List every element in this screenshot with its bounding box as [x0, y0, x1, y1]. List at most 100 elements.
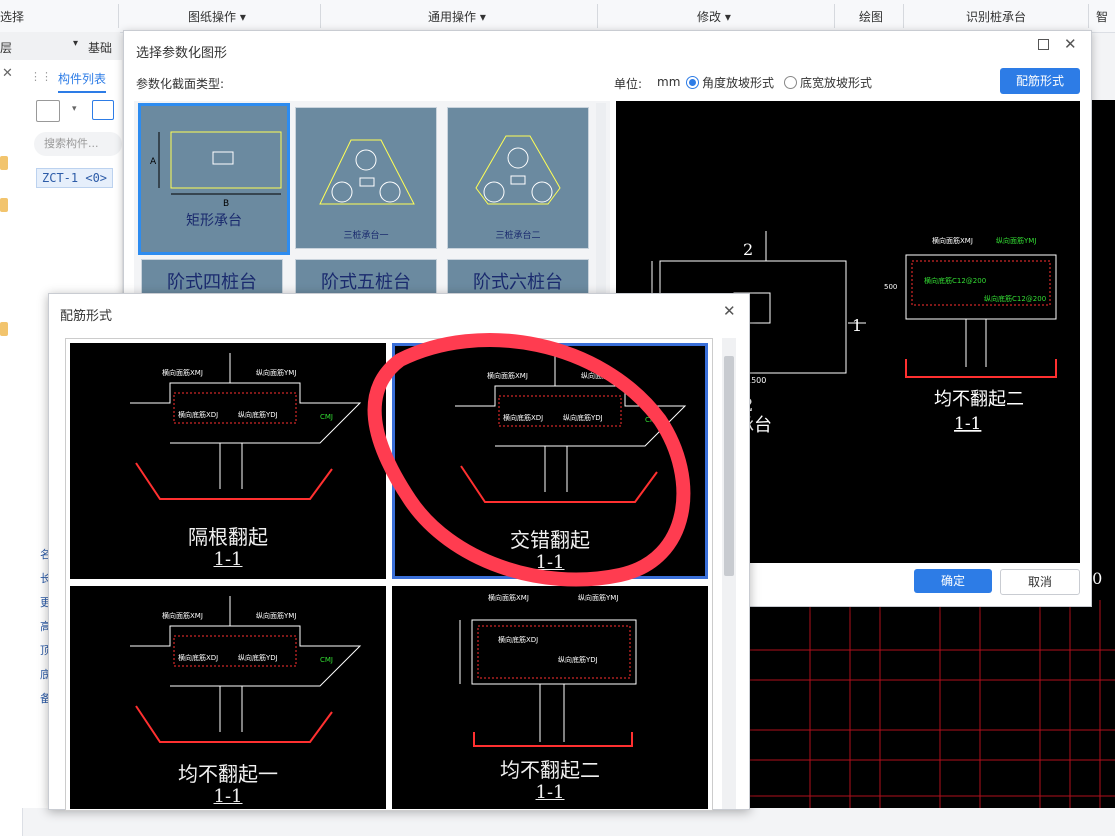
radio-angle-slope[interactable]: 角度放坡形式 [686, 74, 774, 91]
cell-section: 1-1 [213, 549, 243, 570]
foundation-label[interactable]: 基础 [88, 41, 113, 55]
maximize-icon[interactable] [1038, 39, 1049, 50]
top-rebar [498, 395, 622, 427]
close-icon[interactable]: ✕ [723, 302, 736, 320]
cap-outline [130, 382, 362, 444]
tag-marker [0, 322, 8, 336]
bottom-rebar [135, 462, 333, 500]
property-rail: 名长更高顶底备 [22, 460, 51, 808]
cell-section: 1-1 [535, 552, 565, 573]
thumb-caption: 阶式四桩台 [167, 272, 257, 293]
cell-section: 1-1 [535, 782, 565, 803]
preview-section: 1-1 [954, 414, 981, 434]
rebar-form-dialog: 配筋形式 ✕ 横向面筋XMJ 纵向面筋YMJ 横向底筋XDJ 纵向底筋YDJ CMJ 隔… [48, 293, 750, 811]
ribbon-general-ops[interactable]: 通用操作 ▾ [428, 10, 486, 24]
radio-width-slope[interactable]: 底宽放坡形式 [784, 74, 872, 91]
cell-caption: 均不翻起二 [500, 758, 600, 782]
ribbon-separator [597, 4, 598, 28]
cancel-button[interactable]: 取消 [1000, 569, 1080, 595]
rebar-none-2[interactable]: 横向面筋XMJ 纵向面筋YMJ 横向底筋XDJ 纵向底筋YDJ 均不翻起二 1-… [392, 586, 708, 809]
ribbon-draw[interactable]: 绘图 [859, 10, 884, 24]
preview-xmj: 横向面筋XMJ [932, 236, 973, 245]
property-label: 更 [40, 596, 51, 609]
label-cmj: CMJ [320, 656, 333, 664]
cell-caption: 隔根翻起 [188, 525, 268, 549]
label-xmj: 横向面筋XMJ [162, 611, 203, 620]
three-pile-drawing [475, 135, 561, 205]
ribbon-drawing-ops[interactable]: 图纸操作 ▾ [188, 10, 246, 24]
label-xdj: 横向底筋XDJ [498, 635, 538, 644]
dialog-title: 选择参数化图形 [136, 46, 228, 61]
gallery-scrollbar[interactable] [722, 338, 736, 809]
preview-ymj: 纵向面筋YMJ [996, 236, 1036, 245]
label-ymj: 纵向面筋YMJ [256, 611, 296, 620]
cell-section: 1-1 [213, 786, 243, 807]
close-icon[interactable]: ✕ [1064, 35, 1077, 53]
rebar-form-button[interactable]: 配筋形式 [1000, 68, 1080, 94]
gallery-scrollbar[interactable] [596, 103, 606, 303]
thumb-caption: 矩形承台 [186, 213, 242, 229]
ribbon-more[interactable]: 智 [1096, 10, 1109, 24]
label-xdj: 横向底筋XDJ [178, 410, 218, 419]
drag-handle-icon[interactable]: ⋮⋮ [30, 70, 52, 83]
label-ydj: 纵向底筋YDJ [238, 410, 278, 419]
property-label: 长 [40, 572, 51, 585]
ribbon-separator [903, 4, 904, 28]
property-label: 底 [40, 668, 51, 681]
close-icon[interactable]: ✕ [2, 66, 13, 81]
preview-caption: 均不翻起二 [934, 389, 1024, 410]
svg-text:A: A [150, 157, 157, 167]
shape-rect-cap[interactable]: A B 矩形承台 [138, 103, 290, 255]
tab-component-list[interactable]: 构件列表 [58, 70, 107, 93]
ribbon-modify[interactable]: 修改 ▾ [697, 10, 731, 24]
shape-three-pile-cap-2[interactable]: 三桩承台二 [447, 107, 589, 249]
ribbon-identify[interactable]: 识别桩承台 [966, 10, 1027, 24]
new-component-icon[interactable] [36, 100, 60, 122]
ok-button[interactable]: 确定 [914, 569, 992, 593]
preview-dim: 1500 [746, 376, 766, 385]
label-xdj: 横向底筋XDJ [503, 413, 543, 422]
dialog-title: 配筋形式 [60, 309, 113, 324]
cap-outline [455, 385, 687, 447]
top-ribbon: 选择 图纸操作 ▾ 通用操作 ▾ 修改 ▾ 绘图 识别桩承台 智 [0, 0, 1115, 33]
dropdown-icon[interactable]: ▾ [72, 104, 77, 114]
cell-caption: 交错翻起 [510, 528, 590, 552]
layer-bar: 层 ▾ 基础 [0, 32, 120, 61]
ribbon-select[interactable]: 选择 [0, 10, 25, 24]
thumb-caption: 阶式五桩台 [321, 272, 411, 293]
tag-marker [0, 156, 8, 170]
search-input[interactable]: 搜索构件... [34, 132, 122, 156]
unit-value: mm [657, 75, 681, 89]
bottom-rebar [460, 465, 658, 503]
layer-dropdown-icon[interactable]: ▾ [73, 38, 79, 49]
rebar-drawing: 横向面筋XMJ 纵向面筋YMJ 横向底筋XDJ 纵向底筋YDJ CMJ [130, 596, 362, 743]
preview-500: 500 [884, 283, 897, 291]
label-xdj: 横向底筋XDJ [178, 653, 218, 662]
preview-xdj: 横向底筋C12@200 [924, 276, 986, 285]
component-item[interactable]: ZCT-1 <0> [36, 168, 114, 188]
cap-outline [130, 625, 362, 687]
radio-checked-icon[interactable] [686, 76, 699, 89]
property-label: 高 [40, 620, 51, 633]
preview-ydj: 纵向底筋C12@200 [984, 294, 1046, 303]
ribbon-separator [320, 4, 321, 28]
shape-three-pile-cap-1[interactable]: 三桩承台一 [295, 107, 437, 249]
ribbon-separator [834, 4, 835, 28]
scrollbar-thumb[interactable] [724, 356, 734, 576]
ribbon-separator [1088, 4, 1089, 28]
radio-unchecked-icon[interactable] [784, 76, 797, 89]
label-cmj: CMJ [320, 413, 333, 421]
ribbon-separator [118, 4, 119, 28]
rect-cap-drawing: A B [150, 131, 282, 209]
copy-icon[interactable] [92, 100, 114, 120]
svg-text:B: B [223, 199, 229, 209]
property-label: 备 [40, 692, 51, 705]
label-ydj: 纵向底筋YDJ [238, 653, 278, 662]
preview-mark-1: 1 [852, 316, 862, 335]
top-rebar [173, 635, 297, 667]
label-ydj: 纵向底筋YDJ [563, 413, 603, 422]
three-pile-drawing [319, 139, 415, 205]
